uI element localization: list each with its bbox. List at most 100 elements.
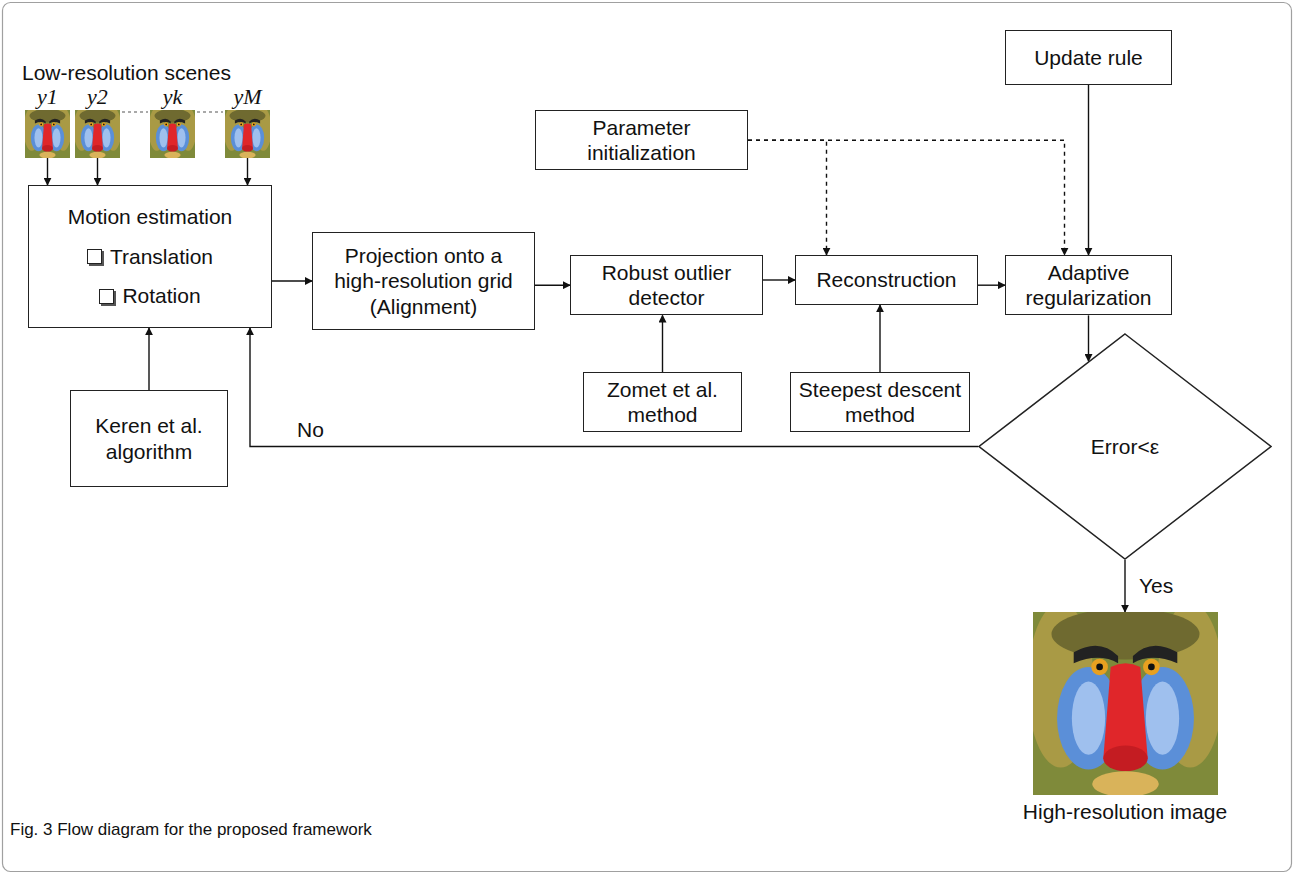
input-image: y2: [75, 86, 120, 158]
pupil: [53, 124, 55, 126]
nose-tip: [1103, 746, 1147, 772]
chin: [164, 152, 180, 158]
eye: [52, 122, 56, 126]
pupil: [90, 124, 92, 126]
pupil: [165, 124, 167, 126]
text-row: Parameter initialization: [542, 115, 741, 165]
text-row: Keren et al. algorithm: [77, 413, 221, 463]
cheek-highlight: [177, 128, 185, 147]
checkbox-symbol: [87, 249, 102, 264]
input-image: y1: [25, 86, 70, 158]
cheek-highlight: [1071, 682, 1104, 755]
eye: [239, 122, 243, 126]
baboon-thumbnail: [225, 110, 270, 158]
process-box: Robust outlier detector: [570, 255, 763, 315]
fur: [155, 110, 191, 122]
node-label: Update rule: [1034, 45, 1143, 70]
fur: [1051, 612, 1199, 660]
fur-background: [225, 110, 270, 158]
arrow-connector: [1088, 85, 1089, 255]
nose-tip: [167, 145, 178, 152]
figure-frame: [3, 3, 1292, 872]
cheek-highlight: [102, 128, 110, 147]
process-box: Adaptive regularization: [1005, 255, 1172, 315]
fur: [230, 110, 266, 122]
text-row: y2: [75, 86, 120, 108]
chin: [239, 152, 255, 158]
arrow-connector: [247, 158, 248, 185]
text-row: Projection onto a high-resolution grid (…: [319, 243, 528, 319]
nose-tip: [92, 145, 103, 152]
process-box: Reconstruction: [795, 255, 978, 305]
arrow-connector: [535, 284, 570, 285]
node-label: Parameter initialization: [542, 115, 741, 165]
nose: [42, 123, 53, 151]
text-row: Steepest descent method: [797, 377, 963, 427]
node-label: Reconstruction: [816, 267, 956, 292]
text-row: y1: [25, 86, 70, 108]
arrow-connector: [97, 158, 98, 185]
fur: [80, 110, 116, 122]
text-row: yk: [150, 86, 195, 108]
method-box: Keren et al. algorithm: [70, 390, 228, 487]
arrow-connector: [662, 315, 663, 372]
eye: [252, 122, 256, 126]
cheek-highlight: [84, 128, 92, 147]
cheek-highlight: [159, 128, 167, 147]
pupil: [1148, 664, 1155, 671]
fur-background: [75, 110, 120, 158]
node-label: Error<ε: [1091, 434, 1159, 459]
section-label: Low-resolution scenes: [22, 60, 231, 85]
ellipsis-line: [197, 111, 223, 112]
text-row: Translation: [87, 244, 213, 269]
input-image: yM: [225, 86, 270, 158]
image-label: y2: [87, 86, 108, 108]
output-image: High-resolution image: [1005, 612, 1245, 824]
pupil: [240, 124, 242, 126]
cheek-highlight: [52, 128, 60, 147]
node-label: Robust outlier detector: [577, 260, 756, 310]
fur: [30, 110, 66, 122]
dashed-connector: [748, 140, 1065, 255]
nose-tip: [242, 145, 253, 152]
text-row: Rotation: [99, 283, 200, 308]
cheek-highlight: [234, 128, 242, 147]
text-row: Robust outlier detector: [577, 260, 756, 310]
diamond-shape: [979, 334, 1271, 559]
process-box: Projection onto a high-resolution grid (…: [312, 232, 535, 330]
chin: [39, 152, 55, 158]
eye: [1091, 659, 1108, 675]
node-label: Keren et al. algorithm: [77, 413, 221, 463]
eye: [89, 122, 93, 126]
node-label: High-resolution image: [1023, 799, 1227, 824]
text-row: Zomet et al. method: [590, 377, 735, 427]
pupil: [253, 124, 255, 126]
arrow-connector: [1088, 315, 1089, 361]
arrow-connector: [763, 279, 795, 280]
input-image: yk: [150, 86, 195, 158]
process-box: Update rule: [1005, 30, 1172, 85]
checkbox-symbol: [99, 289, 114, 304]
text-row: Reconstruction: [816, 267, 956, 292]
text-row: Error<ε: [1091, 434, 1159, 459]
fur-background: [150, 110, 195, 158]
pupil: [40, 124, 42, 126]
cheek-highlight: [1145, 682, 1178, 755]
pupil: [178, 124, 180, 126]
chin: [89, 152, 105, 158]
node-label: Motion estimation: [68, 204, 233, 229]
arrow-connector: [1124, 560, 1125, 612]
chin: [1092, 771, 1159, 795]
text-row: yM: [225, 86, 270, 108]
arrow-connector: [879, 305, 880, 372]
fur-background: [25, 110, 70, 158]
text-row: Motion estimation: [68, 204, 233, 229]
image-label: y1: [37, 86, 58, 108]
baboon-thumbnail: [150, 110, 195, 158]
eye: [164, 122, 168, 126]
node-label: Steepest descent method: [797, 377, 963, 427]
image-label: yk: [163, 86, 183, 108]
arrow-connector: [148, 328, 149, 390]
baboon-thumbnail: [75, 110, 120, 158]
